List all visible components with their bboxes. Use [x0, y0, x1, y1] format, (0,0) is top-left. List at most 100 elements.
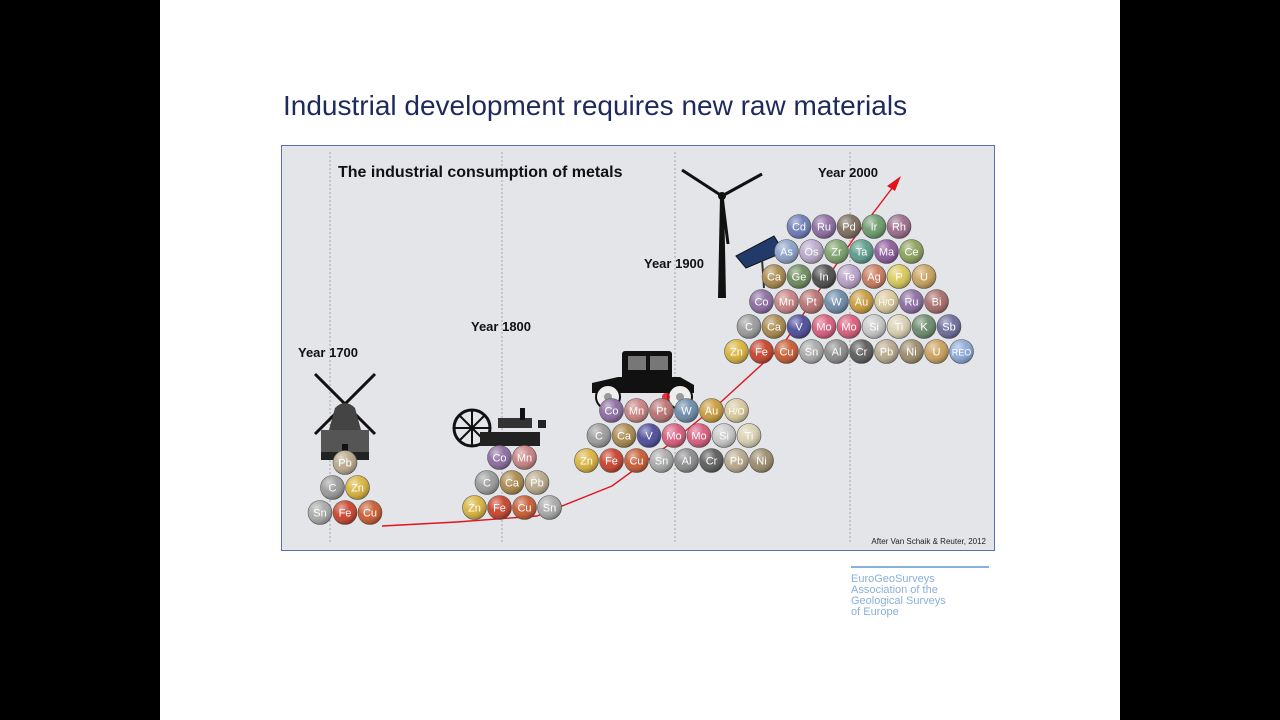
element-ball: Si — [861, 314, 887, 339]
element-ball: Fe — [599, 448, 624, 473]
element-symbol: U — [933, 347, 941, 359]
element-symbol: K — [920, 322, 928, 334]
element-symbol: Cu — [629, 456, 643, 468]
element-ball-shine — [749, 448, 774, 473]
element-symbol: Ti — [745, 431, 754, 443]
element-ball: Ca — [611, 423, 637, 448]
era-label-1900: Year 1900 — [644, 256, 705, 271]
element-ball: Pb — [332, 450, 358, 475]
element-symbol: Fe — [605, 456, 618, 468]
element-symbol: Mn — [517, 453, 532, 465]
element-symbol: Zn — [468, 503, 481, 515]
element-ball-shine — [333, 500, 357, 525]
era-label-1700: Year 1700 — [298, 345, 359, 360]
element-ball: Mo — [811, 314, 837, 339]
element-symbol: As — [780, 247, 793, 259]
element-ball-shine — [862, 264, 886, 289]
element-ball-shine — [849, 289, 874, 314]
element-symbol: REO — [952, 348, 972, 358]
element-ball: Ti — [736, 423, 762, 448]
element-symbol: Ca — [767, 322, 782, 334]
element-ball: Ir — [861, 214, 887, 239]
element-symbol: P — [895, 272, 902, 284]
logo-line: Association of the — [851, 584, 938, 596]
element-symbol: Zn — [580, 456, 593, 468]
element-ball-shine — [899, 339, 924, 364]
element-ball-shine — [749, 339, 774, 364]
element-ball-shine — [787, 314, 811, 339]
element-ball: Sn — [307, 500, 333, 525]
element-ball-shine — [512, 445, 537, 470]
element-ball-shine — [862, 214, 886, 239]
element-ball-shine — [862, 314, 886, 339]
element-ball-shine — [774, 339, 799, 364]
element-ball: Al — [674, 448, 699, 473]
element-ball-shine — [699, 448, 724, 473]
element-ball: U — [924, 339, 949, 364]
element-ball: Ge — [786, 264, 812, 289]
element-ball: Co — [749, 289, 774, 314]
element-ball: Fe — [487, 495, 512, 520]
slide-title: Industrial development requires new raw … — [283, 90, 908, 121]
element-symbol: Ca — [505, 478, 520, 490]
element-symbol: C — [483, 478, 491, 490]
element-ball: K — [911, 314, 937, 339]
element-ball-shine — [812, 264, 836, 289]
element-ball-shine — [812, 314, 836, 339]
element-ball: Sn — [649, 448, 674, 473]
element-symbol: Mn — [629, 406, 644, 418]
element-symbol: Cd — [792, 222, 806, 234]
element-symbol: Sn — [805, 347, 818, 359]
element-ball: Co — [599, 398, 624, 423]
element-ball: V — [636, 423, 662, 448]
element-symbol: C — [329, 483, 337, 495]
element-ball: Mn — [624, 398, 649, 423]
element-symbol: H/O — [728, 407, 744, 417]
element-ball-shine — [724, 448, 749, 473]
eurogeosurveys-logo: EuroGeoSurveys Association of the Geolog… — [851, 574, 1001, 618]
element-symbol: V — [645, 431, 653, 443]
element-symbol: Os — [804, 247, 819, 259]
element-ball: C — [736, 314, 762, 339]
element-symbol: Ma — [879, 247, 895, 259]
element-ball: Rh — [886, 214, 912, 239]
element-symbol: Sn — [655, 456, 668, 468]
element-ball: Zn — [345, 475, 370, 500]
element-symbol: H/O — [878, 298, 894, 308]
element-ball-shine — [749, 289, 774, 314]
element-ball: Cr — [849, 339, 874, 364]
element-ball: Sn — [799, 339, 824, 364]
element-ball: Pt — [649, 398, 674, 423]
element-ball-shine — [887, 314, 911, 339]
element-ball-shine — [662, 423, 686, 448]
element-symbol: Sn — [543, 503, 556, 515]
element-ball: Sb — [936, 314, 962, 339]
element-symbol: Pb — [880, 347, 893, 359]
element-ball-shine — [737, 423, 761, 448]
element-ball-shine — [799, 339, 824, 364]
element-ball: Co — [487, 445, 512, 470]
era-label-1800: Year 1800 — [471, 319, 532, 334]
element-ball: Pb — [874, 339, 899, 364]
element-symbol: Co — [492, 453, 506, 465]
element-ball-shine — [333, 450, 357, 475]
element-symbol: V — [795, 322, 803, 334]
element-symbol: Cr — [856, 347, 868, 359]
element-ball: Au — [699, 398, 724, 423]
element-symbol: Au — [705, 406, 718, 418]
element-ball-shine — [649, 398, 674, 423]
element-ball-shine — [799, 289, 824, 314]
element-ball: As — [774, 239, 799, 264]
element-ball: Mn — [512, 445, 537, 470]
element-symbol: Ca — [617, 431, 632, 443]
element-symbol: Rh — [892, 222, 906, 234]
element-ball: Fe — [749, 339, 774, 364]
element-ball-shine — [537, 495, 562, 520]
element-ball: Cu — [512, 495, 537, 520]
element-ball: Ca — [499, 470, 525, 495]
element-ball: Zn — [724, 339, 749, 364]
